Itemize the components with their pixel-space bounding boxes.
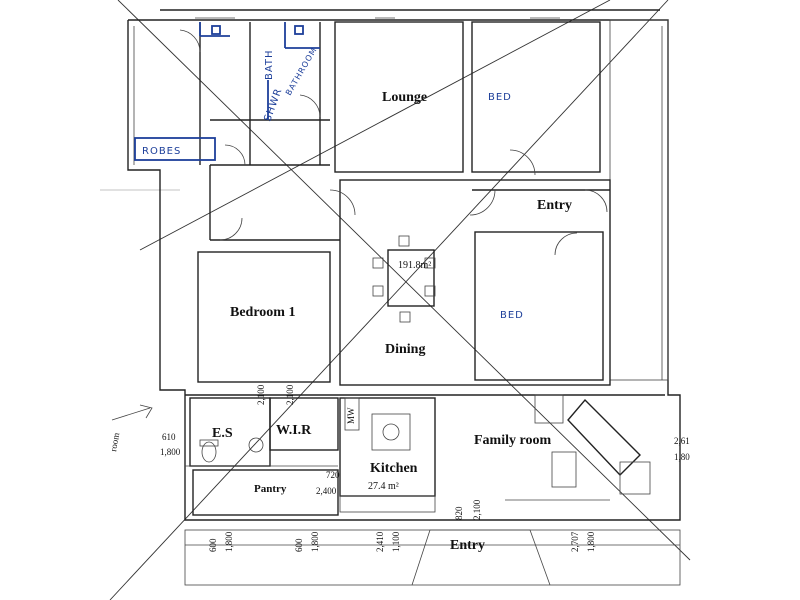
dim-kitchen-2100: 2,100 [472,499,482,520]
dim-bot-600b: 600 [294,538,304,552]
bathroom-label: BATHROOM [284,45,319,97]
dim-pantry-2400: 2,400 [316,486,337,496]
dining-table [372,235,436,323]
es-label: E.S [212,426,233,441]
dim-mw: MW [346,407,356,424]
service-rooms [185,397,436,516]
dim-es-610: 610 [162,432,176,442]
outer-walls [127,9,681,521]
dim-bot-1100: 1,100 [391,531,401,552]
dim-bot-2707: 2,707 [570,531,580,552]
bed-upper-label: BED [488,92,512,103]
entry-inner-label: Entry [537,198,572,213]
dim-es-1800: 1,800 [160,447,181,457]
bedroom1-label: Bedroom 1 [230,305,295,320]
family-room-furniture [505,394,651,501]
dim-wir-2100b: 2,100 [285,384,295,405]
kitchen-area: 27.4 m² [368,481,399,492]
dim-bot-600a: 600 [208,538,218,552]
dim-right-180: 1,80 [674,452,690,462]
wir-label: W.I.R [276,423,312,438]
dim-bot-1800a: 1,800 [224,531,234,552]
construction-lines [100,0,691,600]
upper-rooms [179,21,611,386]
bed-lower-label: BED [500,310,524,321]
lounge-label: Lounge [382,90,427,105]
pen-annotations [134,22,320,161]
robes-label: ROBES [142,146,181,157]
dim-kitchen-820: 820 [454,506,464,520]
middle-rooms [185,231,665,396]
kitchen-label: Kitchen [370,461,418,476]
dining-area: 191.8m² [398,260,431,271]
dining-label: Dining [385,342,425,357]
bath-label: BATH [264,49,275,80]
pantry-label: Pantry [254,483,287,495]
dim-bot-1800c: 1,800 [586,531,596,552]
shwr-label: SHWR [262,87,284,123]
front-verandah [184,529,681,586]
dim-right-261: 2,61 [674,436,690,446]
entry-front-label: Entry [450,538,485,553]
dim-wir-2100a: 2,100 [256,384,266,405]
room-note: room [108,432,121,452]
room-arrow [111,404,153,421]
family-room-label: Family room [474,433,551,448]
dim-bot-1800b: 1,800 [310,531,320,552]
dim-bot-2410: 2,410 [375,531,385,552]
dim-pantry-720: 720 [326,470,340,480]
